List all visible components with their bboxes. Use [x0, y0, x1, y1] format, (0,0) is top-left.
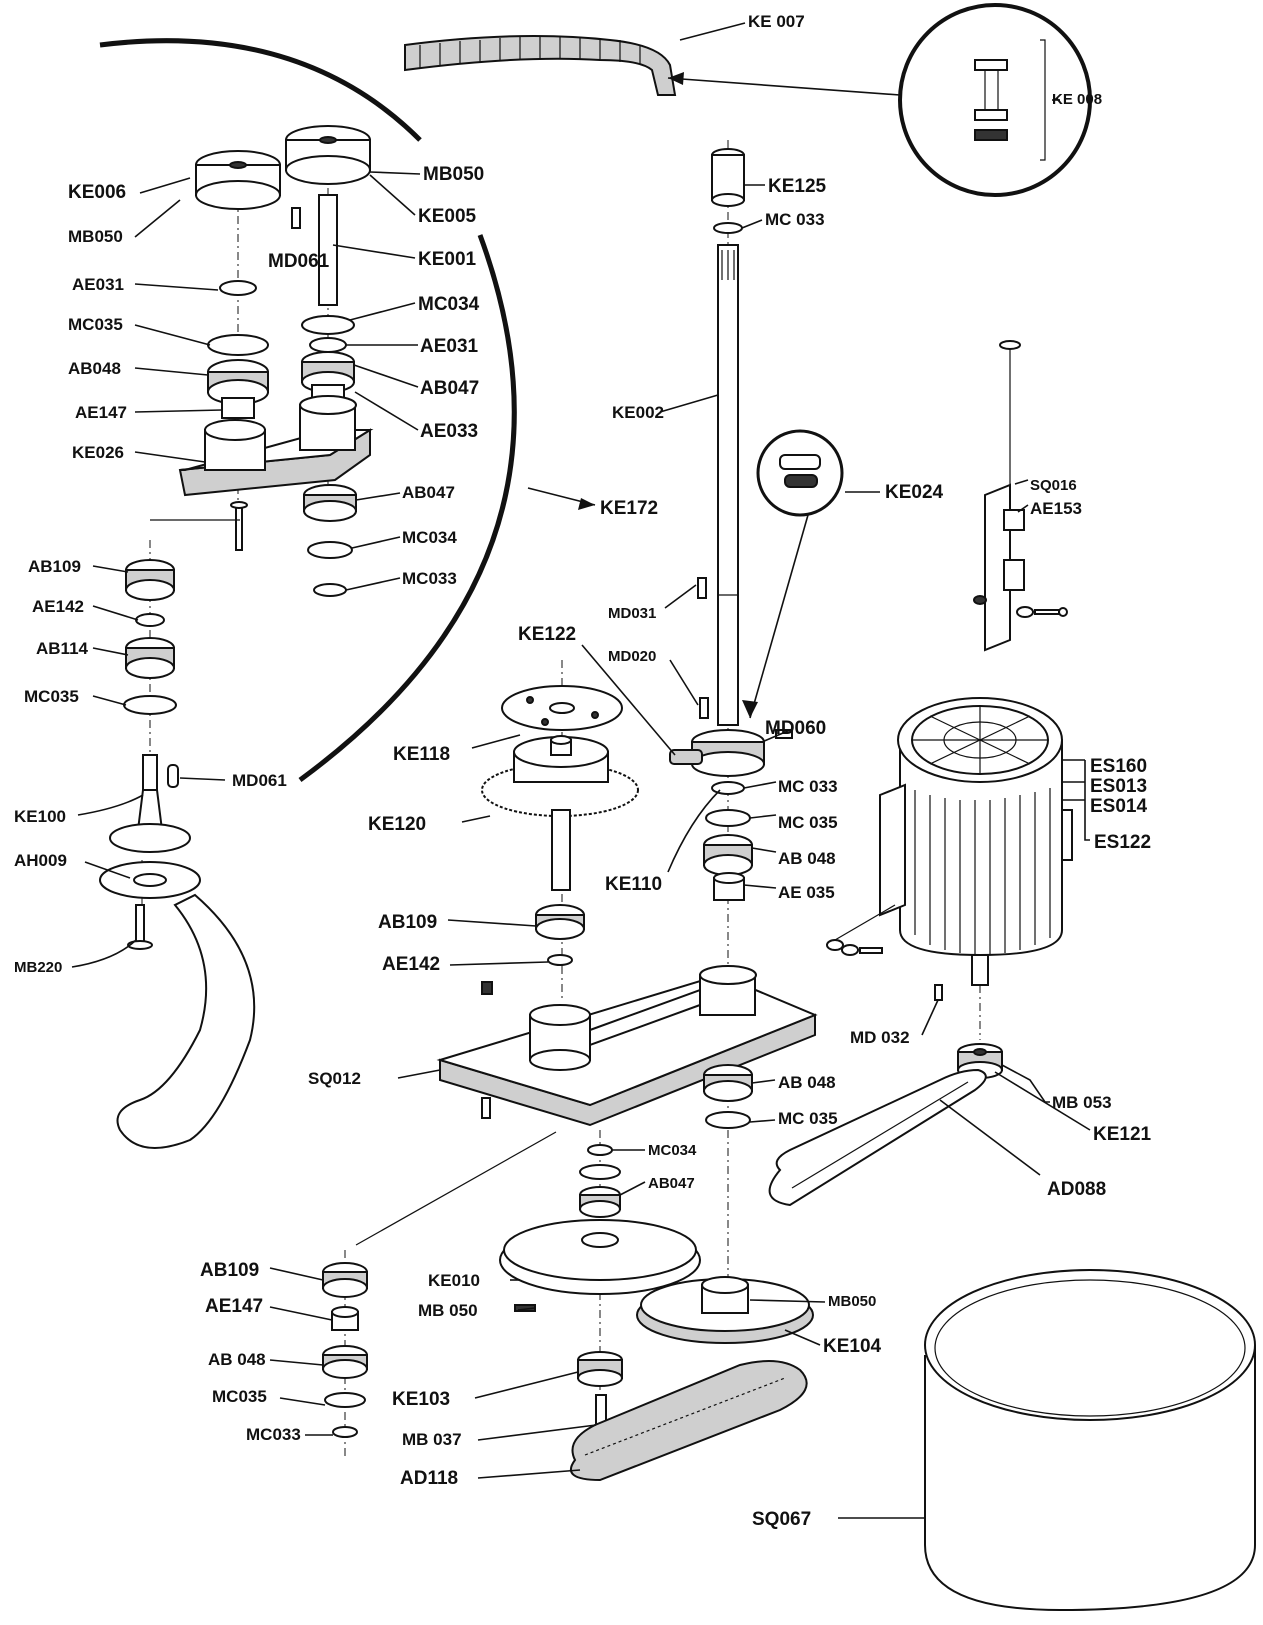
chain-link-detail-circle — [667, 3, 1092, 197]
label-es122: ES122 — [1094, 832, 1151, 853]
label-mc033-shaft: MC 033 — [765, 210, 825, 229]
label-ke002: KE002 — [612, 403, 664, 422]
label-ae153: AE153 — [1030, 499, 1082, 518]
label-ab047-mid: AB047 — [402, 483, 455, 502]
label-ke103: KE103 — [392, 1389, 450, 1410]
label-ab109-low: AB109 — [200, 1260, 259, 1281]
planetary-gear-stack — [481, 660, 639, 1000]
label-ke104: KE104 — [823, 1336, 882, 1357]
label-mc035-center: MC 035 — [778, 813, 838, 832]
base-plate-sq012 — [355, 965, 818, 1246]
label-ke024: KE024 — [885, 482, 944, 503]
main-shaft-assembly — [669, 140, 793, 1300]
label-mc034-low: MC034 — [648, 1142, 697, 1159]
label-ab048-plate: AB 048 — [778, 1073, 836, 1092]
label-es160: ES160 — [1090, 756, 1147, 777]
label-ke026: KE026 — [72, 443, 124, 462]
label-es013: ES013 — [1090, 776, 1147, 797]
label-ae035: AE 035 — [778, 883, 835, 902]
label-ae031-right: AE031 — [420, 336, 479, 357]
label-md061-lower: MD061 — [232, 771, 287, 790]
label-ke121: KE121 — [1093, 1124, 1152, 1145]
label-ke172: KE172 — [600, 498, 658, 519]
label-ab114: AB114 — [36, 639, 89, 658]
label-md020: MD020 — [608, 648, 656, 665]
part-labels: KE 007 KE 008 KE006 MB050 MB050 KE005 MD… — [14, 12, 1152, 1530]
label-mb050-pulley: MB 050 — [418, 1301, 478, 1320]
label-sq012: SQ012 — [308, 1069, 361, 1088]
label-sq067: SQ067 — [752, 1509, 811, 1530]
label-mc034-top: MC034 — [418, 294, 480, 315]
label-ae142-left: AE142 — [32, 597, 84, 616]
label-mc035-left: MC035 — [68, 315, 123, 334]
label-mc035-plate: MC 035 — [778, 1109, 838, 1128]
label-ae147-left: AE147 — [75, 403, 127, 422]
label-mb050-low: MB050 — [828, 1293, 876, 1310]
label-ae147-low: AE147 — [205, 1296, 263, 1317]
label-ab048-low: AB 048 — [208, 1350, 266, 1369]
label-md061-top: MD061 — [268, 251, 330, 272]
label-ae142-center: AE142 — [382, 954, 440, 975]
label-ad118: AD118 — [400, 1468, 458, 1489]
label-mb220: MB220 — [14, 959, 62, 976]
group-arc-right — [298, 234, 517, 783]
label-md060: MD060 — [765, 718, 826, 739]
left-sub-assembly — [99, 125, 374, 1149]
label-ke010: KE010 — [428, 1271, 480, 1290]
label-mc033-low: MC033 — [246, 1425, 301, 1444]
label-ke001: KE001 — [418, 249, 477, 270]
label-ab109-center: AB109 — [378, 912, 437, 933]
leader-lines — [71, 22, 1091, 1519]
label-ab048-left: AB048 — [68, 359, 121, 378]
label-mb053: MB 053 — [1052, 1093, 1112, 1112]
label-mb050-top: MB050 — [423, 164, 484, 185]
switch-bracket-sq016 — [973, 340, 1068, 652]
label-mc035-lower: MC035 — [24, 687, 79, 706]
label-md031: MD031 — [608, 605, 656, 622]
label-ab048-center: AB 048 — [778, 849, 836, 868]
label-ke118: KE118 — [393, 744, 450, 765]
label-ab109-left: AB109 — [28, 557, 81, 576]
label-ab047-low: AB047 — [648, 1175, 695, 1192]
label-md032: MD 032 — [850, 1028, 910, 1047]
electric-motor — [768, 697, 1073, 1207]
label-sq016: SQ016 — [1030, 477, 1077, 494]
label-mc035-low: MC035 — [212, 1387, 267, 1406]
label-ad088: AD088 — [1047, 1179, 1106, 1200]
label-ke110: KE110 — [605, 874, 662, 895]
chain-joint-detail-circle — [742, 429, 844, 719]
label-ke005: KE005 — [418, 206, 477, 227]
label-ke100: KE100 — [14, 807, 66, 826]
label-ke120: KE120 — [368, 814, 426, 835]
label-mc034-mid: MC034 — [402, 528, 457, 547]
label-ae031-left: AE031 — [72, 275, 124, 294]
label-mb037: MB 037 — [402, 1430, 462, 1449]
assembly-group-arc — [99, 38, 517, 783]
label-mc033-center: MC 033 — [778, 777, 838, 796]
label-ke008: KE 008 — [1052, 91, 1102, 108]
label-ke007: KE 007 — [748, 12, 805, 31]
label-ah009: AH009 — [14, 851, 67, 870]
label-ke006: KE006 — [68, 182, 126, 203]
label-mb050-left: MB050 — [68, 227, 123, 246]
label-es014: ES014 — [1090, 796, 1147, 817]
group-arc-top — [99, 38, 422, 142]
label-ab047-top: AB047 — [420, 378, 479, 399]
drive-chain-ke007 — [404, 35, 677, 96]
label-ae033: AE033 — [420, 421, 478, 442]
lower-drive-components — [322, 1064, 814, 1482]
label-ke125: KE125 — [768, 176, 827, 197]
label-mc033-mid: MC033 — [402, 569, 457, 588]
label-ke122: KE122 — [518, 624, 576, 645]
mixing-bowl-sq067 — [924, 1269, 1256, 1612]
